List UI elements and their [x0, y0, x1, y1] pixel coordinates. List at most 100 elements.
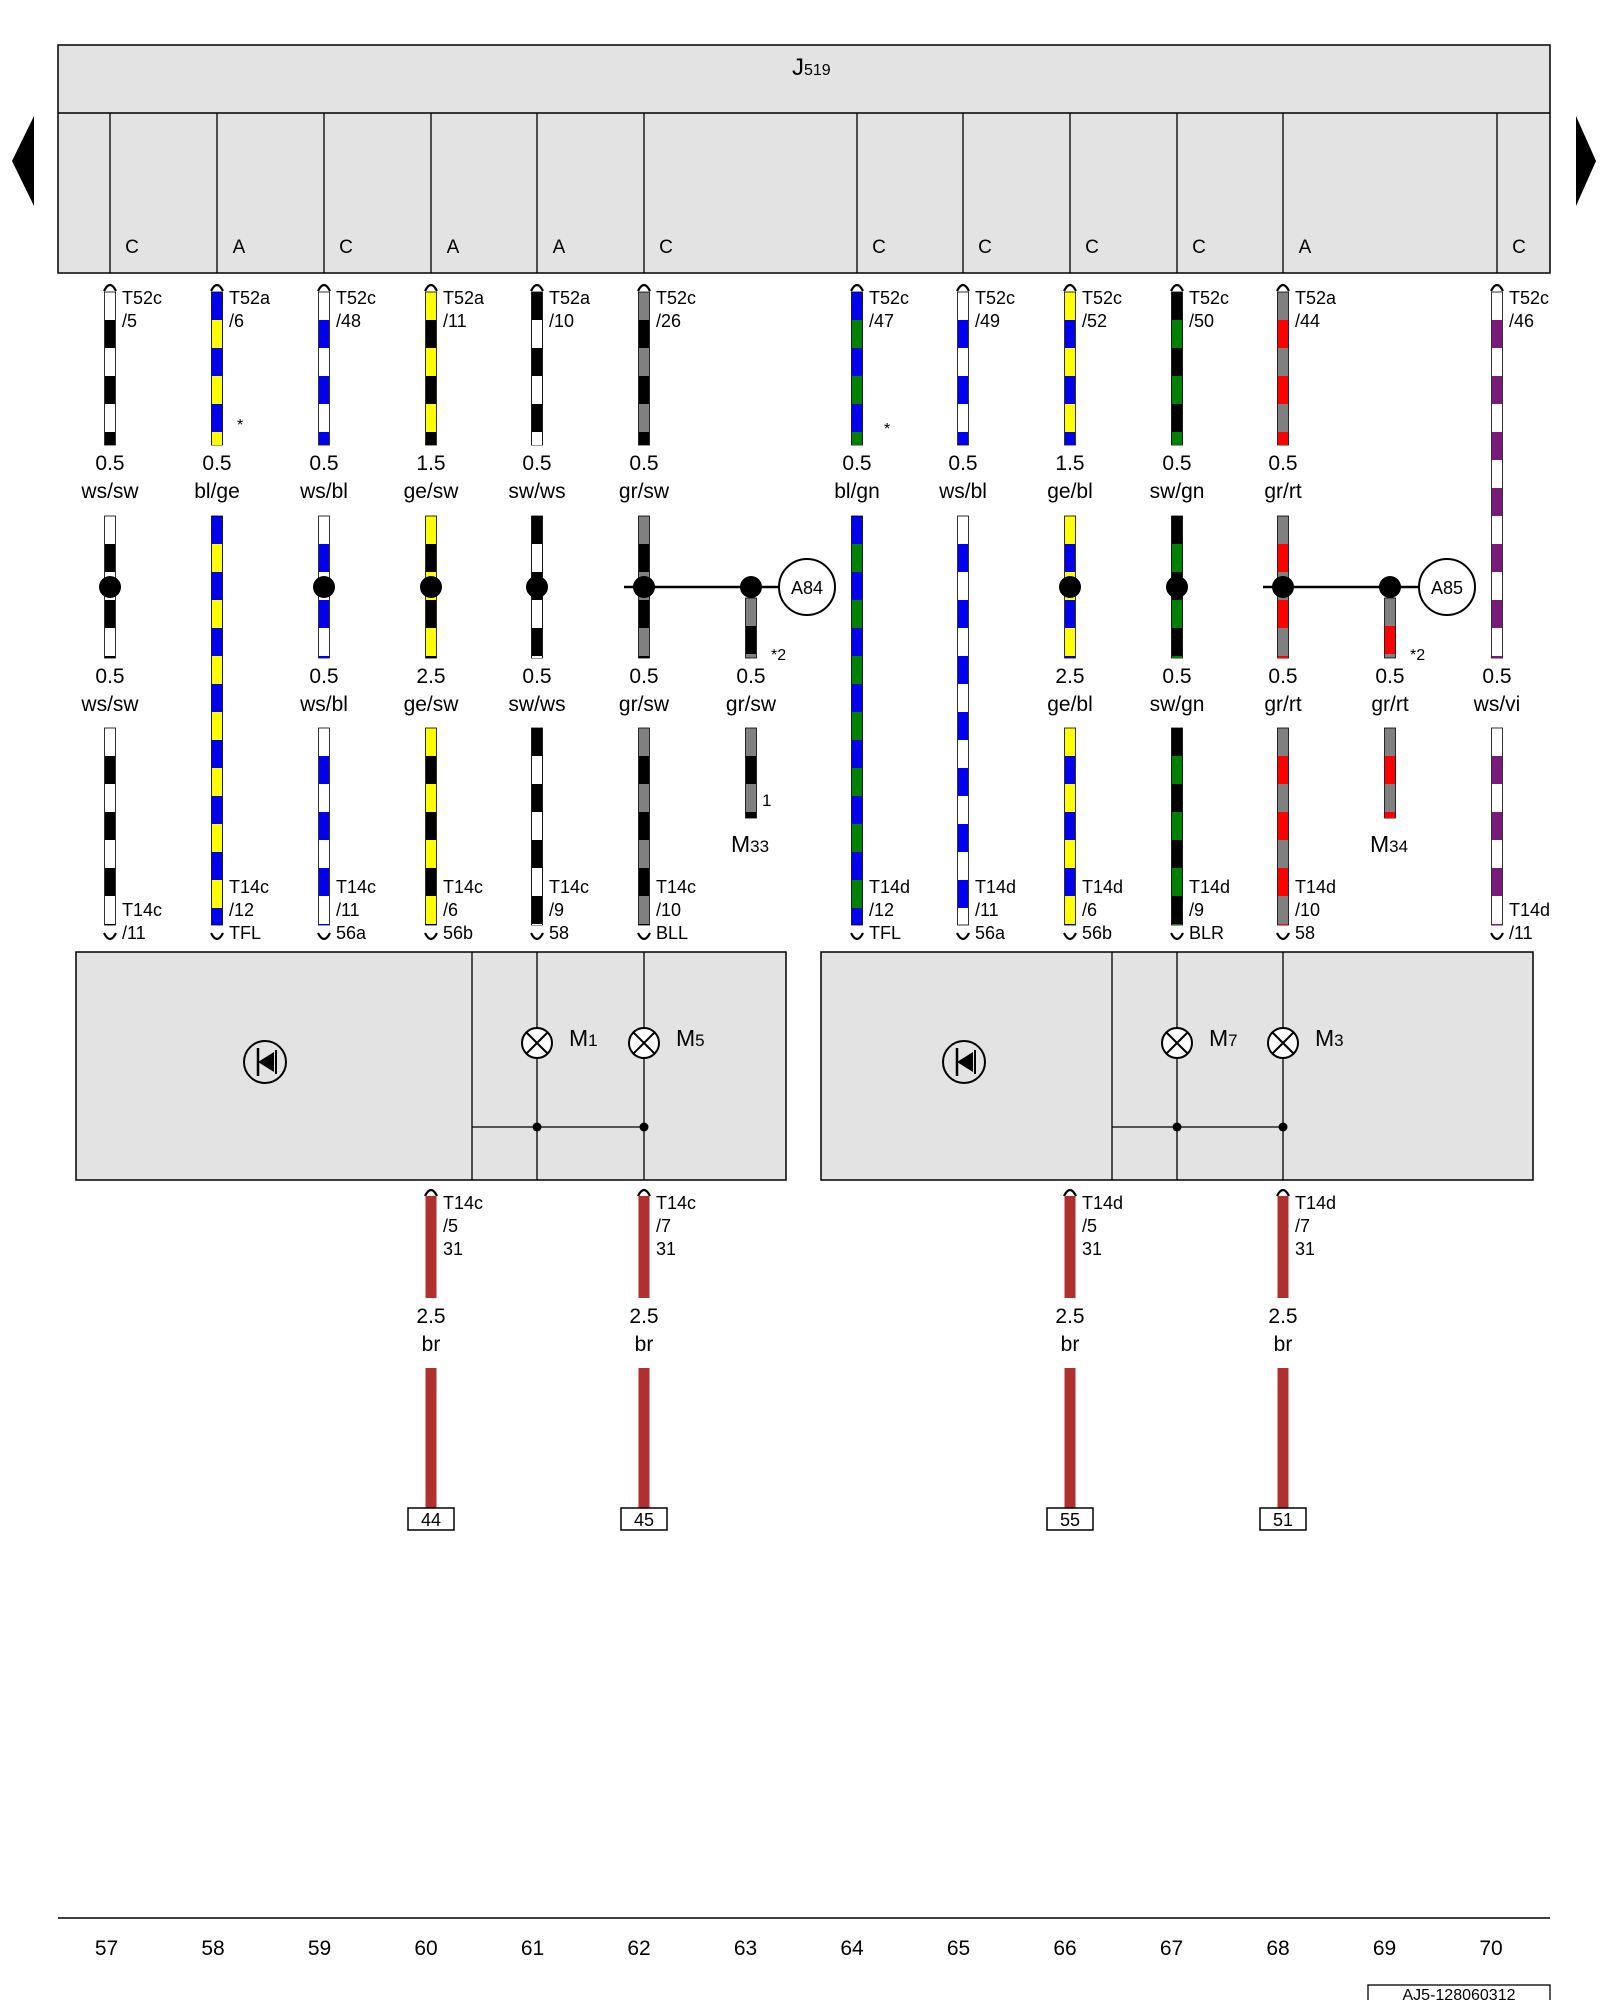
wire-tracer [212, 656, 222, 684]
wire-tracer [212, 376, 222, 404]
wire-tracer [639, 432, 649, 445]
wire-tracer [319, 432, 329, 445]
wire-tracer [639, 756, 649, 784]
wire-tracer [105, 432, 115, 445]
connector-pin: 31 [1082, 1239, 1102, 1259]
wire-tracer [319, 756, 329, 784]
track-number: 68 [1266, 1937, 1289, 1960]
wire-tracer [1172, 376, 1182, 404]
wire-tracer [532, 756, 542, 784]
wire-upper [318, 291, 330, 446]
junction-dot [1278, 1122, 1288, 1132]
wire-tracer [426, 868, 436, 896]
terminal-pin [1170, 283, 1184, 292]
wire-tracer [1492, 320, 1502, 348]
connector-letter: C [659, 237, 673, 258]
terminal-pin [1063, 1188, 1077, 1197]
ground-label-sub: 33 [750, 837, 769, 856]
connector-pin: /9 [1189, 900, 1204, 920]
wire-tracer [105, 924, 115, 925]
wire-size: 0.5 [309, 452, 338, 475]
footnote-mark: * [237, 417, 243, 434]
connector-pin: /9 [549, 900, 564, 920]
terminal-pin [210, 932, 224, 941]
ground-ref-box [1046, 1507, 1094, 1531]
wire-color: br [422, 1333, 441, 1356]
connector-pin: T14d [1509, 900, 1550, 920]
wire-color: ge/sw [404, 480, 460, 503]
connector-pin: T14d [975, 877, 1016, 897]
wire-lower [104, 727, 116, 926]
connector-pin: T14d [1189, 877, 1230, 897]
wire-color: gr/sw [726, 693, 777, 716]
ground-wire [1277, 1368, 1289, 1510]
wire-color: bl/ge [194, 480, 240, 503]
ground-point-m34: M34 [1370, 831, 1408, 857]
junction-dot [639, 1122, 649, 1132]
wire-tracer [1385, 626, 1395, 654]
wire-tracer [852, 712, 862, 740]
wire-tracer [1385, 812, 1395, 818]
ground-label-sub: 34 [1389, 837, 1408, 856]
splice-dot [526, 576, 548, 598]
terminal-pin [956, 932, 970, 941]
wire-tracer [852, 432, 862, 445]
wire-upper [1064, 291, 1076, 446]
wire-tracer [426, 600, 436, 628]
wire-color: sw/ws [508, 480, 565, 503]
wire-tracer [212, 432, 222, 445]
wire-upper [1277, 291, 1289, 446]
wire-color: sw/gn [1150, 693, 1205, 716]
wire-color: ws/sw [80, 480, 139, 503]
connector-pin: /5 [122, 311, 137, 331]
document-id: AJ5-128060312 [1403, 1987, 1516, 2000]
wire-color: ws/bl [299, 480, 348, 503]
ground-ref-box [620, 1507, 668, 1531]
terminal-pin [1490, 283, 1504, 292]
connector-pin: T14d [1082, 1193, 1123, 1213]
wire-tracer [319, 376, 329, 404]
wire-tracer [426, 924, 436, 925]
connector-pin: 56b [1082, 923, 1112, 943]
wire-tracer [532, 656, 542, 658]
connector-pin: T14c [549, 877, 589, 897]
wire-tracer [1172, 320, 1182, 348]
connector-pin: T52c [1189, 288, 1229, 308]
connector-pin: T14c [229, 877, 269, 897]
wire-tracer [105, 376, 115, 404]
ground-label: M [1370, 831, 1389, 857]
left-triangle-icon[interactable] [12, 116, 34, 206]
right-triangle-icon[interactable] [1576, 116, 1596, 206]
wire-tracer [639, 320, 649, 348]
connector-pin: 31 [443, 1239, 463, 1259]
wire-tracer [1065, 544, 1075, 572]
wire-tracer [319, 924, 329, 925]
ground-ref-box [1259, 1507, 1307, 1531]
wire-size: 0.5 [842, 452, 871, 475]
terminal-pin [424, 1188, 438, 1197]
wire-tracer [319, 320, 329, 348]
bulb-letter: M [569, 1025, 588, 1051]
terminal-pin [1170, 932, 1184, 941]
connector-pin: T14d [869, 877, 910, 897]
splice-circle [1418, 558, 1476, 616]
ground-wire [425, 1196, 437, 1298]
connector-letter: C [978, 237, 992, 258]
wire-color: br [1061, 1333, 1080, 1356]
connector-letter: C [1512, 237, 1526, 258]
wire-tracer [532, 812, 542, 840]
wire-size: 0.5 [1268, 665, 1297, 688]
connector-pin: T14d [1295, 1193, 1336, 1213]
wire-tracer [958, 880, 968, 908]
wire-tracer [958, 376, 968, 404]
wire-tracer [958, 824, 968, 852]
wire-tracer [852, 320, 862, 348]
connector-pin: /44 [1295, 311, 1320, 331]
terminal-pin [637, 932, 651, 941]
wire-size: 0.5 [948, 452, 977, 475]
bulb-letter: M [1209, 1025, 1228, 1051]
wire-tracer [746, 626, 756, 654]
wire-size: 2.5 [416, 665, 445, 688]
connector-letter: A [233, 237, 246, 258]
wire-color: gr/sw [619, 693, 670, 716]
